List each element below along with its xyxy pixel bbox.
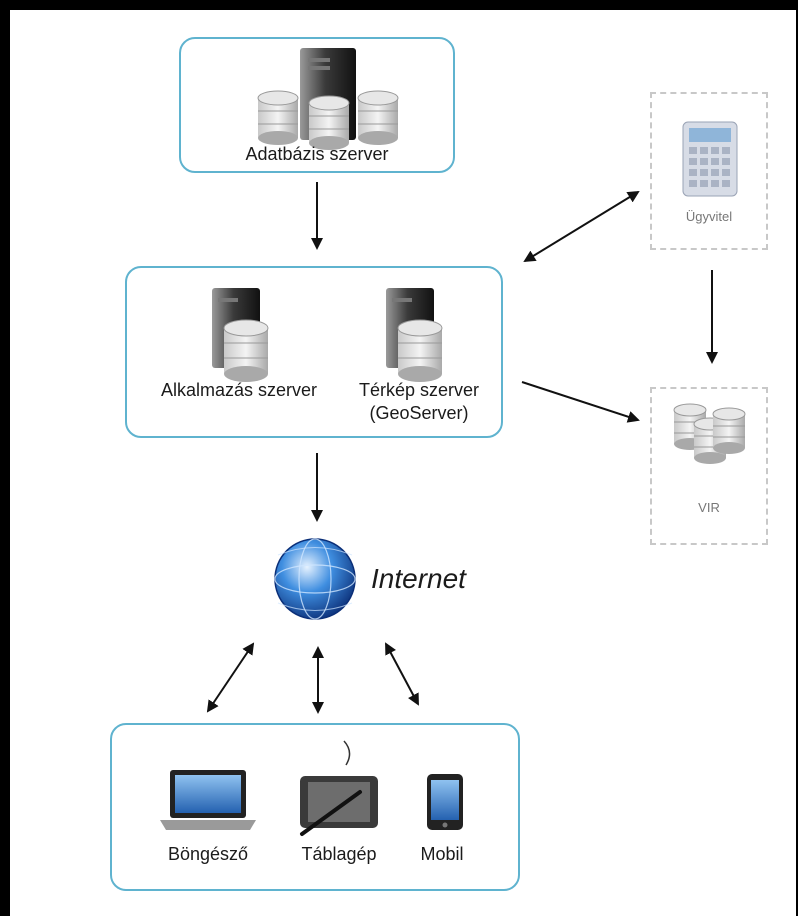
gis-label: VIR <box>698 500 720 515</box>
app-server-box <box>125 266 503 438</box>
app-server-label: Alkalmazás szerver <box>160 380 318 400</box>
gis-database-icon <box>673 403 746 464</box>
arrow-app-accounting <box>523 190 640 263</box>
graphics-tablet-icon <box>300 740 378 836</box>
calculator-icon <box>682 121 738 197</box>
accounting-label: Ügyvitel <box>685 209 733 224</box>
map-server-label: Térkép szerver <box>358 380 480 400</box>
arrow-internet-mobile <box>385 642 419 706</box>
browser-label: Böngésző <box>167 844 249 864</box>
globe-icon <box>274 538 356 620</box>
architecture-diagram: Adatbázis szerver Alkalmazás szerver Tér… <box>10 10 796 916</box>
database-icon <box>308 95 350 150</box>
accounting-box <box>650 92 768 250</box>
arrow-internet-browser <box>206 642 255 713</box>
internet-label: Internet <box>371 563 466 594</box>
laptop-icon <box>160 770 256 830</box>
mobile-label: Mobil <box>420 844 464 864</box>
app-server-icon <box>212 288 269 382</box>
map-server-sublabel: (GeoServer) <box>369 403 469 423</box>
diagram-graphics <box>160 48 746 836</box>
db-server-icon <box>257 48 399 150</box>
database-icon <box>357 90 399 145</box>
database-icon <box>257 90 299 145</box>
arrow-app-to-gis <box>521 381 640 423</box>
mobile-phone-icon <box>427 774 463 830</box>
tablet-label: Táblagép <box>301 844 377 864</box>
map-server-icon <box>386 288 443 382</box>
db-server-label: Adatbázis szerver <box>245 144 389 164</box>
clients-box <box>110 723 520 891</box>
gis-box <box>650 387 768 545</box>
db-server-box <box>179 37 455 173</box>
